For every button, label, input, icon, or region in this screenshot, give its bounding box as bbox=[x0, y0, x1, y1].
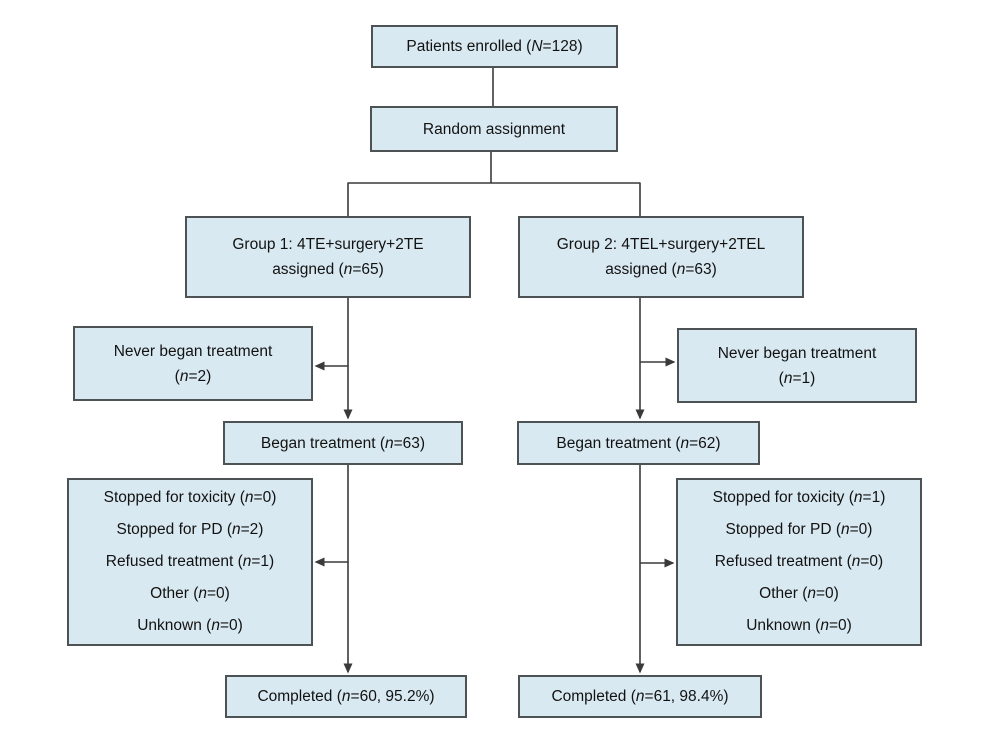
never-began-right-line2: (n=1) bbox=[778, 369, 816, 387]
connector-split-branches bbox=[347, 182, 641, 216]
discontinued-right-line2: Stopped for PD (n=0) bbox=[725, 521, 873, 538]
completed-right-text: Completed (n=61, 98.4%) bbox=[551, 688, 729, 705]
discontinued-left-line2: Stopped for PD (n=2) bbox=[116, 521, 264, 538]
discontinued-left-line5: Unknown (n=0) bbox=[137, 617, 243, 634]
patients-enrolled-box: Patients enrolled (N=128) bbox=[371, 25, 618, 68]
discontinued-left-line1: Stopped for toxicity (n=0) bbox=[103, 489, 277, 506]
patients-enrolled-text: Patients enrolled (N=128) bbox=[406, 38, 583, 55]
discontinued-left-line4: Other (n=0) bbox=[150, 585, 230, 602]
began-treatment-left-text: Began treatment (n=63) bbox=[260, 434, 426, 452]
discontinued-right-line5: Unknown (n=0) bbox=[746, 617, 852, 634]
never-began-left-line2: (n=2) bbox=[174, 367, 212, 385]
group1-line2: assigned (n=65) bbox=[272, 261, 384, 278]
group1-line1: Group 1: 4TE+surgery+2TE bbox=[232, 236, 424, 253]
never-began-treatment-left-box: Never began treatment (n=2) bbox=[73, 326, 313, 401]
completed-left-box: Completed (n=60, 95.2%) bbox=[225, 675, 467, 718]
completed-left-text: Completed (n=60, 95.2%) bbox=[257, 688, 435, 705]
group1-assigned-box: Group 1: 4TE+surgery+2TE assigned (n=65) bbox=[185, 216, 471, 298]
group2-line1: Group 2: 4TEL+surgery+2TEL bbox=[556, 236, 766, 253]
discontinued-right-line3: Refused treatment (n=0) bbox=[714, 553, 884, 570]
random-assignment-box: Random assignment bbox=[370, 106, 618, 152]
began-treatment-right-box: Began treatment (n=62) bbox=[517, 421, 760, 465]
never-began-left-line1: Never began treatment bbox=[113, 342, 273, 360]
random-assignment-text: Random assignment bbox=[422, 120, 566, 138]
completed-right-box: Completed (n=61, 98.4%) bbox=[518, 675, 762, 718]
group2-assigned-box: Group 2: 4TEL+surgery+2TEL assigned (n=6… bbox=[518, 216, 804, 298]
discontinued-right-line4: Other (n=0) bbox=[759, 585, 839, 602]
group2-line2: assigned (n=63) bbox=[605, 261, 717, 278]
discontinued-right-box: Stopped for toxicity (n=1) Stopped for P… bbox=[676, 478, 922, 646]
began-treatment-right-text: Began treatment (n=62) bbox=[556, 434, 721, 452]
never-began-right-line1: Never began treatment bbox=[717, 344, 877, 362]
discontinued-left-box: Stopped for toxicity (n=0) Stopped for P… bbox=[67, 478, 313, 646]
discontinued-left-line3: Refused treatment (n=1) bbox=[105, 553, 275, 570]
began-treatment-left-box: Began treatment (n=63) bbox=[223, 421, 463, 465]
discontinued-right-line1: Stopped for toxicity (n=1) bbox=[712, 489, 886, 506]
never-began-treatment-right-box: Never began treatment (n=1) bbox=[677, 328, 917, 403]
